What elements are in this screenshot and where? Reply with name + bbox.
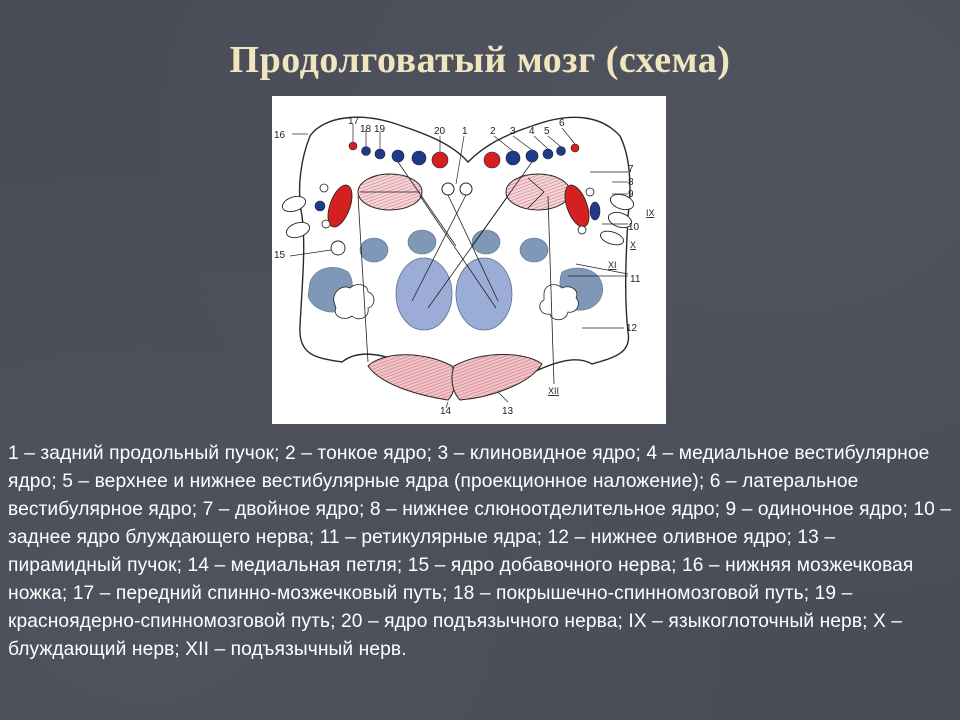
label-14: 14 bbox=[440, 406, 452, 417]
nucleus-2 bbox=[505, 150, 521, 166]
label-ix: IX bbox=[646, 208, 655, 218]
label-9: 9 bbox=[628, 189, 634, 200]
label-3: 3 bbox=[510, 126, 516, 137]
nucleus-left-a bbox=[391, 149, 405, 163]
label-8: 8 bbox=[628, 177, 634, 188]
label-1: 1 bbox=[462, 126, 468, 137]
nucleus-3 bbox=[525, 149, 539, 163]
small-left-top bbox=[319, 183, 329, 193]
slide-title: Продолговатый мозг (схема) bbox=[229, 39, 731, 81]
label-2: 2 bbox=[490, 126, 496, 137]
label-12: 12 bbox=[626, 323, 638, 334]
nucleus-19 bbox=[374, 148, 386, 160]
olive-left-white bbox=[333, 284, 375, 320]
label-17: 17 bbox=[348, 116, 360, 127]
label-13: 13 bbox=[502, 406, 514, 417]
ambiguus-left bbox=[327, 184, 353, 228]
nucleus-20-right bbox=[483, 151, 501, 169]
medulla-diagram: 16 17 18 19 20 1 2 3 4 5 6 7 8 9 IX 10 X… bbox=[272, 96, 666, 424]
reticular-left-1 bbox=[359, 237, 389, 263]
nucleus-left-b bbox=[411, 150, 427, 166]
label-4: 4 bbox=[529, 126, 535, 137]
nerve-left-lower bbox=[285, 221, 311, 239]
label-16: 16 bbox=[274, 130, 286, 141]
olive-right-white bbox=[539, 284, 579, 321]
label-19: 19 bbox=[374, 124, 386, 135]
small-right-mid bbox=[577, 225, 587, 235]
label-x: X bbox=[630, 240, 636, 250]
reticular-right-2 bbox=[519, 237, 549, 263]
label-18: 18 bbox=[360, 124, 372, 135]
nerve-left-upper bbox=[281, 195, 307, 213]
nerve-right-x bbox=[599, 230, 625, 246]
reticular-left-2 bbox=[407, 229, 437, 255]
solitary-right bbox=[589, 201, 601, 221]
nucleus-17 bbox=[348, 141, 358, 151]
label-15: 15 bbox=[274, 250, 286, 261]
label-5: 5 bbox=[544, 126, 550, 137]
nucleus-15 bbox=[330, 240, 346, 256]
nucleus-6 bbox=[570, 143, 580, 153]
nucleus-5 bbox=[556, 146, 566, 156]
nucleus-4 bbox=[542, 148, 554, 160]
label-10: 10 bbox=[628, 222, 640, 233]
reticular-right-1 bbox=[471, 229, 501, 255]
nucleus-1-left bbox=[441, 182, 455, 196]
label-11: 11 bbox=[630, 274, 641, 285]
label-20: 20 bbox=[434, 126, 446, 137]
label-xi: XI bbox=[608, 260, 617, 270]
nerve-right-upper bbox=[609, 193, 635, 211]
label-7: 7 bbox=[628, 164, 634, 175]
legend-caption: 1 – задний продольный пучок; 2 – тонкое … bbox=[8, 443, 952, 660]
solitary-left bbox=[314, 200, 326, 212]
small-left-mid bbox=[321, 219, 331, 229]
nucleus-1-right bbox=[459, 182, 473, 196]
medulla-outline bbox=[298, 116, 631, 387]
nucleus-20-left bbox=[431, 151, 449, 169]
nucleus-18 bbox=[361, 146, 371, 156]
label-xii: XII bbox=[548, 386, 559, 396]
label-6: 6 bbox=[559, 118, 565, 129]
small-right-top bbox=[585, 187, 595, 197]
